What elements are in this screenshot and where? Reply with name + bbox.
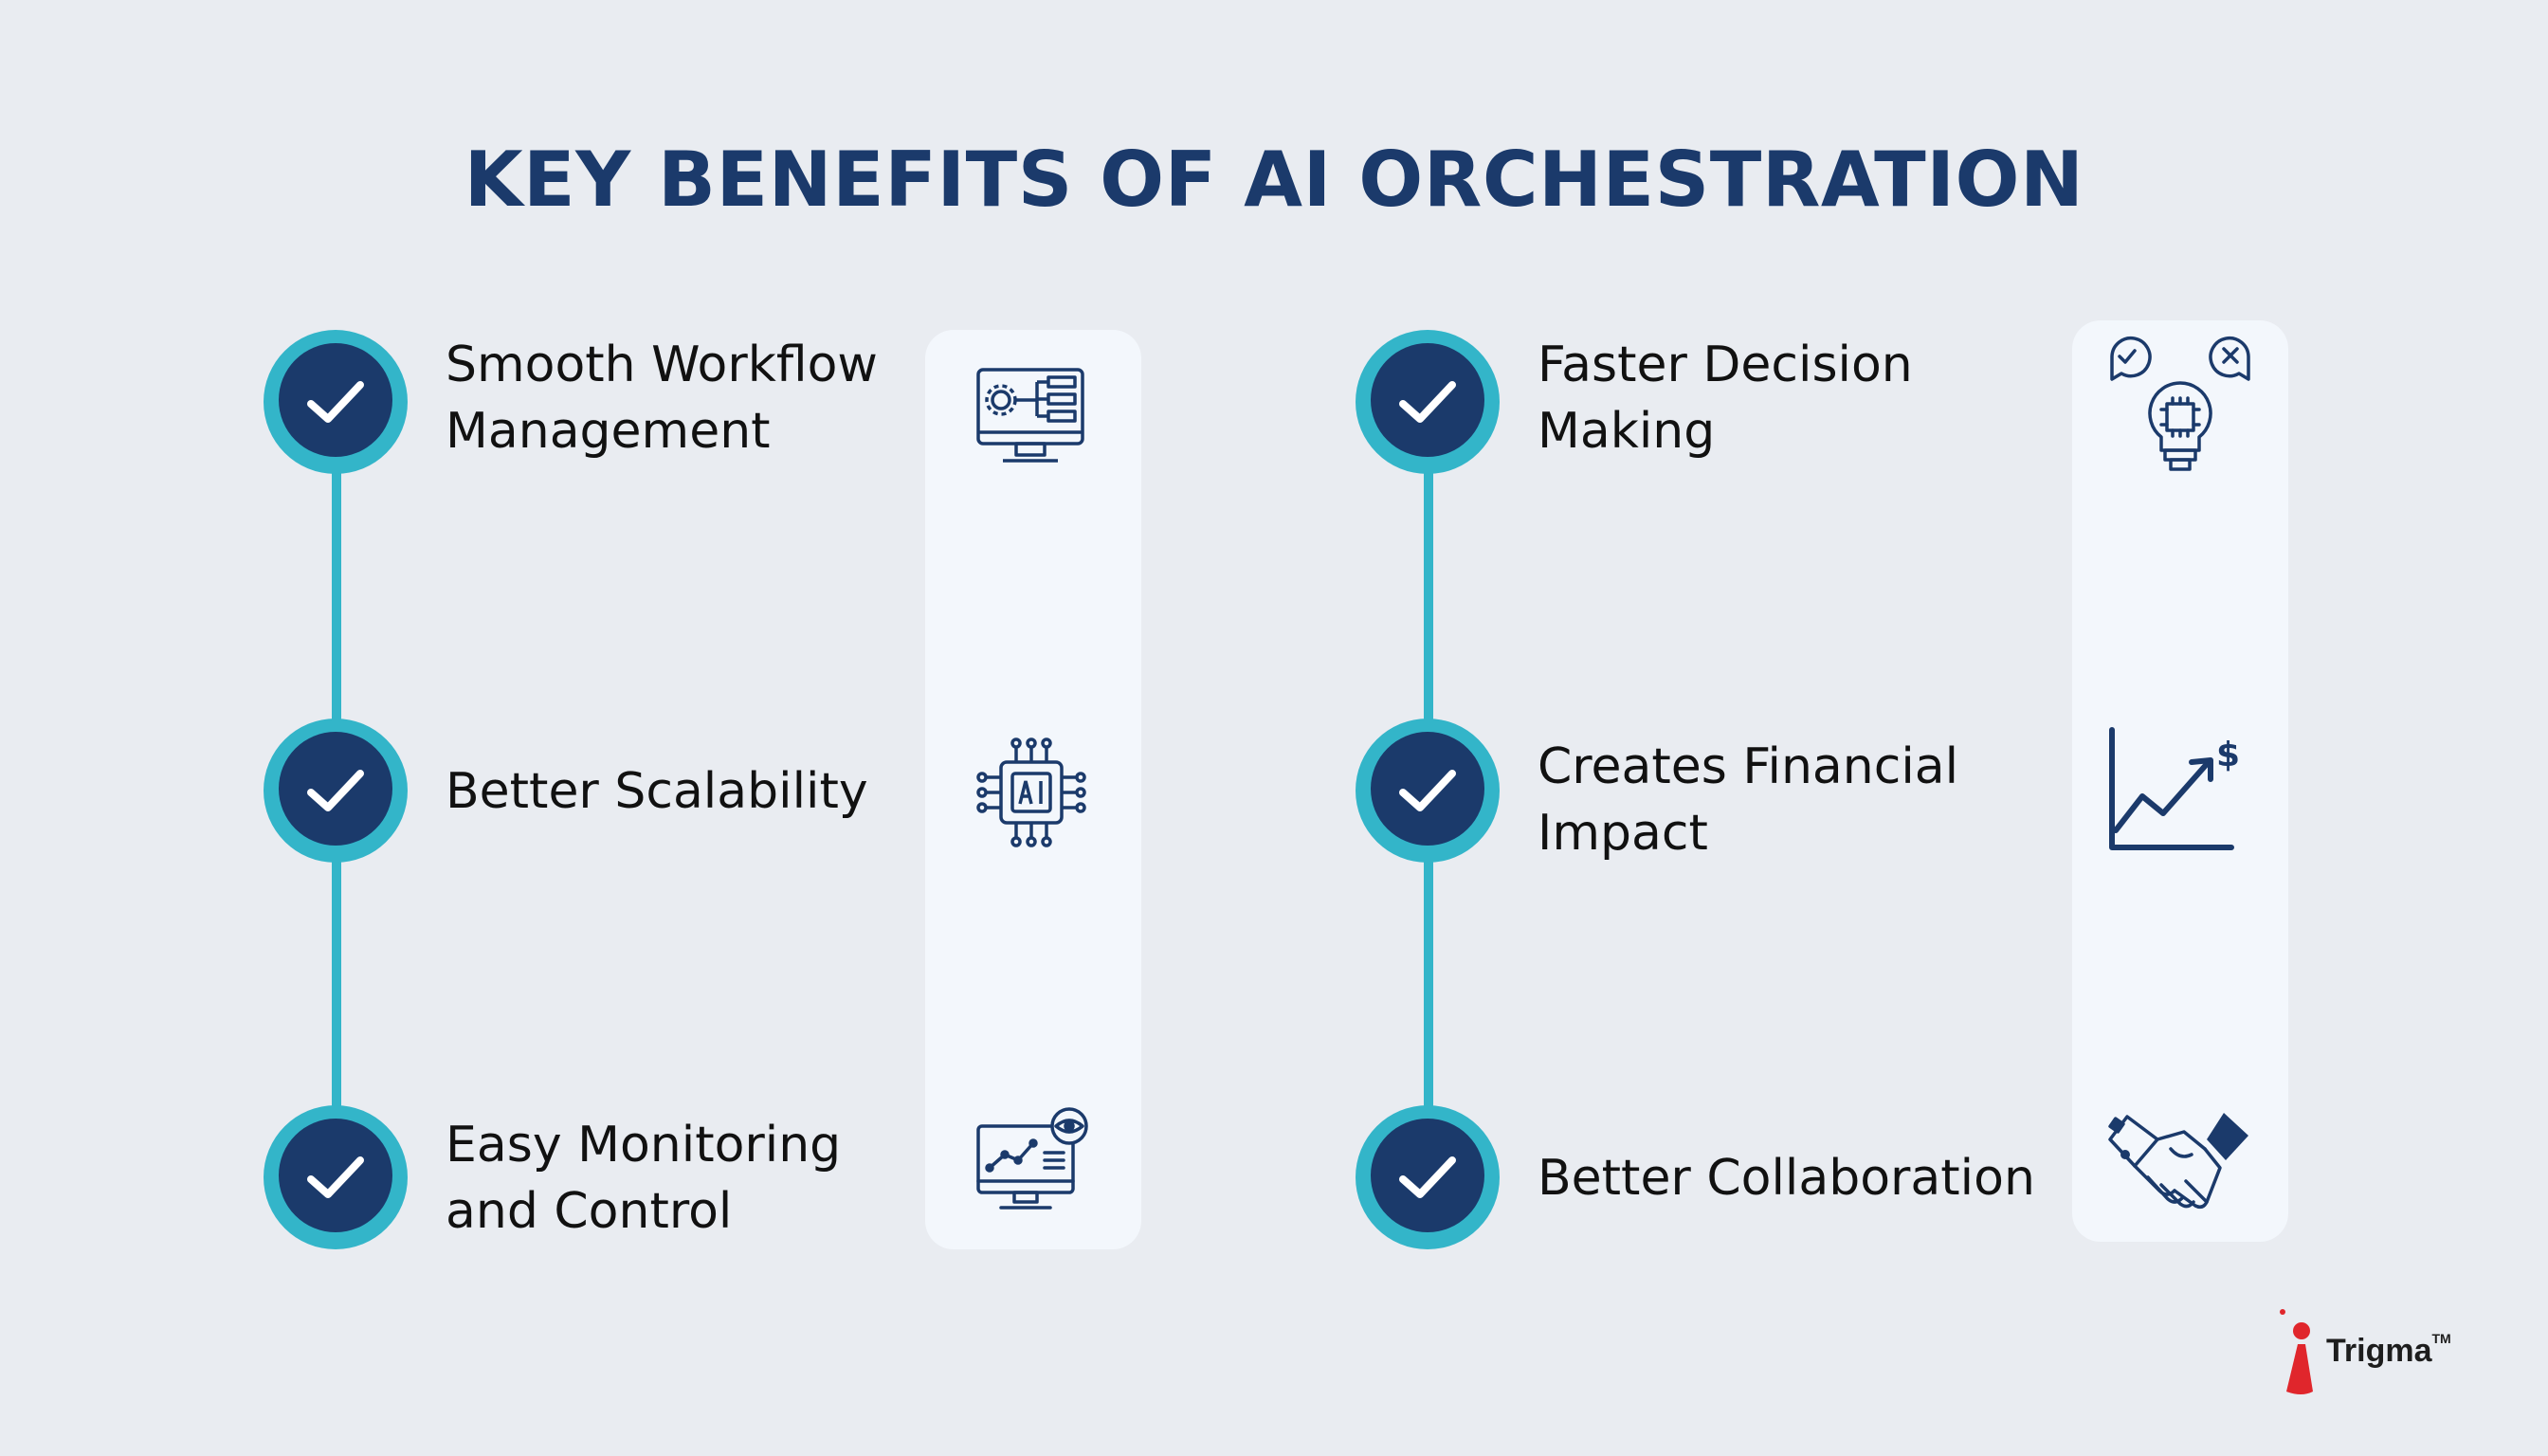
benefit-label: Better Scalability	[446, 763, 868, 820]
logo-wordmark: TrigmaTM	[2326, 1331, 2451, 1369]
svg-text:$: $	[2216, 736, 2240, 774]
ai-chip-icon	[976, 737, 1086, 847]
benefit-label: Better Collaboration	[1538, 1150, 2035, 1207]
check-badge	[264, 1105, 408, 1249]
benefit-label: Smooth Workflow Management	[446, 337, 878, 460]
icon-panel	[2072, 320, 2288, 1242]
handshake-icon	[2108, 1113, 2248, 1210]
check-badge	[264, 330, 408, 474]
check-badge	[1356, 1105, 1500, 1249]
monitor-eye-chart-icon	[976, 1107, 1088, 1210]
benefit-label: Creates Financial Impact	[1538, 738, 1959, 862]
growth-chart-dollar-icon: $	[2109, 727, 2240, 850]
page-title: KEY BENEFITS OF AI ORCHESTRATION	[464, 136, 2084, 224]
checkmark-icon	[307, 770, 364, 811]
icon-panel	[925, 330, 1141, 1249]
trigma-logo-icon	[2280, 1309, 2313, 1394]
monitor-workflow-icon	[976, 368, 1084, 463]
benefit-label: Easy Monitoring and Control	[446, 1117, 842, 1240]
benefit-label: Faster Decision Making	[1538, 337, 1913, 460]
brand-logo: TrigmaTM	[2275, 1306, 2455, 1397]
checkmark-icon	[307, 1156, 364, 1198]
checkmark-icon	[1399, 381, 1456, 423]
check-badge	[264, 719, 408, 863]
check-badge	[1356, 719, 1500, 863]
checkmark-icon	[1399, 770, 1456, 811]
check-badge	[1356, 330, 1500, 474]
checkmark-icon	[1399, 1156, 1456, 1198]
lightbulb-decision-icon	[2110, 336, 2250, 471]
checkmark-icon	[307, 381, 364, 423]
